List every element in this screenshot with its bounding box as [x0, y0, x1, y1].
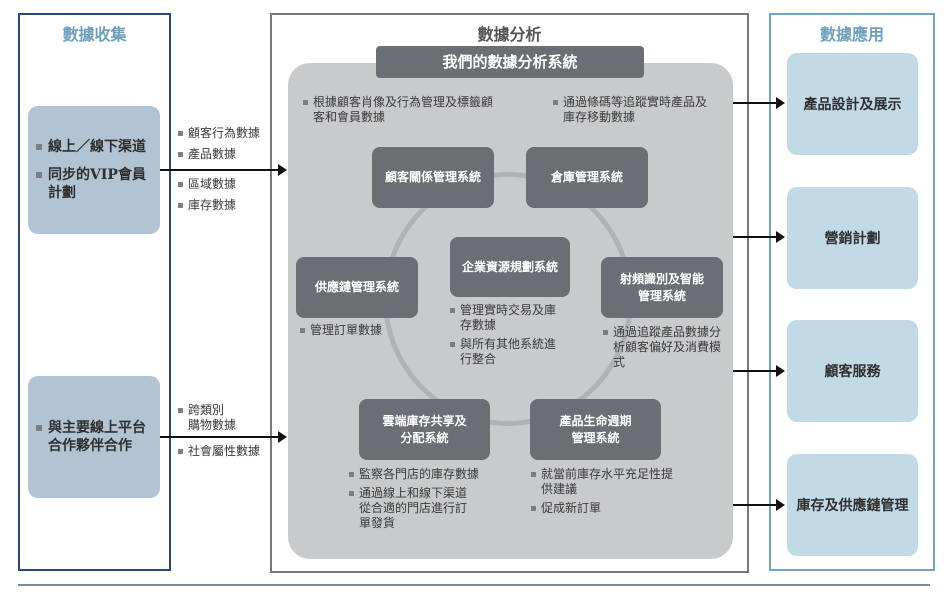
bullet-icon	[178, 203, 183, 208]
source-item: 與主要線上平台合作夥伴合作	[36, 419, 152, 455]
note-supply-chain: 管理訂單數據	[300, 323, 410, 342]
source-item: 線上／線下渠道	[36, 138, 152, 156]
flow-labels-bottom-upper: 跨類別 購物數據	[178, 403, 273, 439]
system-cloud-inventory: 雲端庫存共享及分配系統	[359, 399, 490, 460]
application-inventory-supply-chain: 庫存及供應鏈管理	[787, 454, 918, 556]
flow-labels-bottom-lower: 社會屬性數據	[178, 444, 278, 465]
bullet-icon	[553, 100, 558, 105]
system-warehouse: 倉庫管理系統	[526, 147, 648, 208]
bullet-icon	[349, 491, 354, 496]
top-note-right: 通過條碼等追蹤實時產品及庫存移動數據	[553, 95, 718, 129]
bullet-icon	[450, 308, 455, 313]
system-crm: 顧客關係管理系統	[372, 147, 494, 208]
flow-item: 社會屬性數據	[178, 444, 278, 459]
analysis-system-header: 我們的數據分析系統	[376, 46, 644, 78]
arrow-to-product-design	[733, 97, 785, 109]
bullet-icon	[349, 472, 354, 477]
bullet-icon	[531, 506, 536, 511]
source-box-partners: 與主要線上平台合作夥伴合作	[28, 376, 160, 498]
data-analysis-column: 數據分析	[270, 13, 749, 573]
bullet-icon	[531, 472, 536, 477]
bullet-icon	[300, 328, 305, 333]
bullet-icon	[178, 449, 183, 454]
arrow-collection-to-analysis-bottom	[160, 431, 287, 443]
top-note-left: 根據顧客肖像及行為管理及標籤顧客和會員數據	[303, 95, 493, 129]
note-plm: 就當前庫存水平充足性提供建議 促成新訂單	[531, 467, 681, 520]
bullet-icon	[178, 182, 183, 187]
system-plm: 產品生命週期管理系統	[530, 399, 661, 460]
application-product-design: 產品設計及展示	[787, 53, 918, 155]
flow-item: 產品數據	[178, 147, 273, 162]
bullet-icon	[450, 342, 455, 347]
data-application-title: 數據應用	[819, 25, 884, 44]
source-item: 同步的VIP會員計劃	[36, 166, 152, 202]
source-box-channels: 線上／線下渠道 同步的VIP會員計劃	[28, 106, 160, 234]
flow-labels-top-upper: 顧客行為數據 產品數據	[178, 126, 273, 168]
bullet-icon	[36, 425, 42, 431]
arrow-to-marketing	[733, 231, 785, 243]
bullet-icon	[36, 144, 42, 150]
note-erp: 管理實時交易及庫存數據 與所有其他系統進行整合	[450, 303, 560, 371]
note-cloud-inventory: 監察各門店的庫存數據 通過線上和線下渠道從合適的門店進行訂單發貨	[349, 467, 499, 535]
system-supply-chain: 供應鏈管理系統	[296, 257, 418, 318]
data-collection-title: 數據收集	[62, 25, 127, 44]
application-marketing: 營銷計劃	[787, 187, 918, 289]
bullet-icon	[36, 172, 42, 178]
arrow-to-inventory-supply	[733, 499, 785, 511]
flow-item: 顧客行為數據	[178, 126, 273, 141]
flow-item: 跨類別 購物數據	[178, 403, 273, 433]
footer-divider	[18, 584, 930, 586]
system-erp: 企業資源規劃系統	[450, 237, 570, 297]
flow-item: 庫存數據	[178, 198, 273, 213]
flow-item: 區域數據	[178, 177, 273, 192]
bullet-icon	[178, 152, 183, 157]
system-rfid: 射頻識別及智能管理系統	[601, 257, 723, 318]
data-analysis-title: 數據分析	[477, 25, 542, 44]
bullet-icon	[303, 100, 308, 105]
bullet-icon	[603, 330, 608, 335]
note-rfid: 通過追蹤產品數據分析顧客偏好及消費模式	[603, 325, 723, 374]
bullet-icon	[178, 408, 183, 413]
data-application-column: 數據應用	[769, 13, 935, 571]
application-customer-service: 顧客服務	[787, 320, 918, 422]
arrow-collection-to-analysis-top	[160, 164, 287, 176]
arrow-to-customer-service	[733, 365, 785, 377]
bullet-icon	[178, 131, 183, 136]
systems-ring	[383, 172, 633, 426]
data-collection-column: 數據收集	[18, 13, 171, 571]
flow-labels-top-lower: 區域數據 庫存數據	[178, 177, 273, 219]
